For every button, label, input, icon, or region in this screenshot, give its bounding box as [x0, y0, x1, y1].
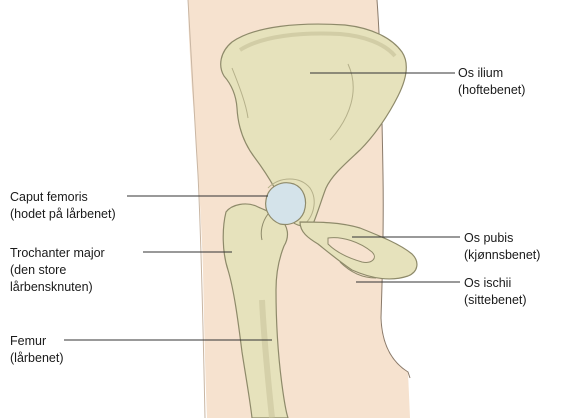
- label-trochanter-note-2: lårbensknuten): [10, 280, 93, 294]
- label-pubis-name: Os pubis: [464, 231, 513, 245]
- label-femur-note: (lårbenet): [10, 351, 64, 365]
- label-caput-note: (hodet på lårbenet): [10, 207, 116, 221]
- label-os-ischii: Os ischii (sittebenet): [464, 276, 527, 307]
- label-trochanter-major: Trochanter major (den store lårbensknute…: [10, 246, 105, 294]
- label-caput-name: Caput femoris: [10, 190, 88, 204]
- label-femur: Femur (lårbenet): [10, 334, 64, 365]
- label-os-pubis: Os pubis (kjønnsbenet): [464, 231, 540, 262]
- label-os-ilium: Os ilium (hoftebenet): [458, 66, 525, 97]
- label-femur-name: Femur: [10, 334, 46, 348]
- label-caput-femoris: Caput femoris (hodet på lårbenet): [10, 190, 116, 221]
- label-ischii-note: (sittebenet): [464, 293, 527, 307]
- label-ilium-name: Os ilium: [458, 66, 503, 80]
- label-pubis-note: (kjønnsbenet): [464, 248, 540, 262]
- caput-femoris-head: [266, 183, 306, 225]
- label-trochanter-name: Trochanter major: [10, 246, 105, 260]
- label-trochanter-note-1: (den store: [10, 263, 66, 277]
- label-ilium-note: (hoftebenet): [458, 83, 525, 97]
- label-ischii-name: Os ischii: [464, 276, 511, 290]
